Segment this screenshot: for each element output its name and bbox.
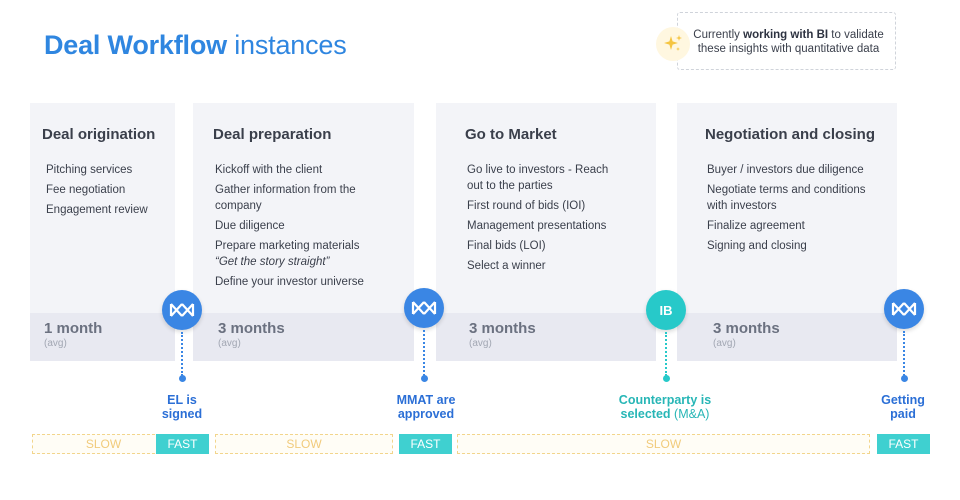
mmat-logo-icon: [884, 289, 924, 329]
note-bold: working with BI: [743, 29, 829, 41]
duration-band: [436, 313, 656, 361]
stage-avg: (avg): [44, 338, 67, 349]
milestone-connector: [181, 332, 183, 376]
page-title: Deal Workflow instances: [44, 30, 347, 61]
speed-slow: SLOW: [32, 434, 175, 454]
list-item-text: Prepare marketing materials: [215, 240, 360, 252]
milestone-connector: [665, 332, 667, 376]
milestone-line: Counterparty is: [618, 393, 712, 407]
mmat-logo-icon: [404, 288, 444, 328]
stage-items: Go live to investors - Reach out to the …: [467, 162, 616, 278]
stage-title: Negotiation and closing: [705, 126, 876, 143]
bi-note: Currently working with BI to validate th…: [656, 12, 896, 70]
list-item: First round of bids (IOI): [467, 200, 586, 212]
milestone-dot: [420, 375, 428, 382]
ib-badge-icon: IB: [646, 290, 686, 330]
duration-band: [30, 313, 175, 361]
milestone-label-getting-paid: Getting paid: [843, 393, 960, 421]
title-bold: Deal Workflow: [44, 30, 227, 60]
milestone-label-mmat-approved: MMAT are approved: [366, 393, 486, 421]
speed-fast: FAST: [156, 434, 209, 454]
list-item: Final bids (LOI): [467, 240, 546, 252]
milestone-line: EL is: [167, 393, 197, 407]
milestone-connector: [423, 330, 425, 376]
list-item: Signing and closing: [707, 240, 807, 252]
stage-card-negotiation-closing: Negotiation and closing Buyer / investor…: [677, 103, 897, 361]
list-item: Prepare marketing materials “Get the sto…: [215, 238, 384, 270]
milestone-label-counterparty-selected: Counterparty is selected (M&A): [595, 393, 735, 421]
speed-slow: SLOW: [457, 434, 870, 454]
stage-items: Pitching services Fee negotiation Engage…: [46, 162, 161, 222]
stage-card-deal-preparation: Deal preparation Kickoff with the client…: [193, 103, 414, 361]
milestone-dot: [662, 375, 670, 382]
speed-fast: FAST: [877, 434, 930, 454]
milestone-line: paid: [890, 407, 916, 421]
stage-avg: (avg): [713, 338, 736, 349]
milestone-line: Getting: [881, 393, 925, 407]
stage-duration: 3 months: [713, 320, 780, 337]
ib-badge-text: IB: [659, 302, 673, 318]
list-item: Go live to investors - Reach out to the …: [467, 164, 609, 192]
mmat-logo-icon: [162, 290, 202, 330]
milestone-connector: [903, 331, 905, 376]
list-item: Negotiate terms and conditions with inve…: [707, 184, 866, 212]
note-suffix: to validate these insights with quantita…: [697, 29, 884, 55]
milestone-line: selected (M&A): [595, 407, 735, 421]
sparkle-icon: [656, 27, 690, 61]
stage-duration: 3 months: [218, 320, 285, 337]
title-light: instances: [234, 30, 347, 60]
stage-duration: 1 month: [44, 320, 103, 337]
milestone-line: MMAT are: [396, 393, 456, 407]
stage-card-go-to-market: Go to Market Go live to investors - Reac…: [436, 103, 656, 361]
stage-title: Go to Market: [465, 126, 557, 143]
stage-title: Deal origination: [42, 126, 156, 143]
milestone-dot: [900, 375, 908, 382]
milestone-line: signed: [161, 407, 203, 421]
list-item: Due diligence: [215, 220, 285, 232]
list-item: Fee negotiation: [46, 184, 126, 196]
list-item: Select a winner: [467, 260, 546, 272]
speed-slow: SLOW: [215, 434, 393, 454]
duration-band: [193, 313, 414, 361]
list-item-quote: “Get the story straight”: [215, 256, 330, 268]
stage-avg: (avg): [218, 338, 241, 349]
list-item: Define your investor universe: [215, 276, 364, 288]
stage-avg: (avg): [469, 338, 492, 349]
list-item: Pitching services: [46, 164, 133, 176]
list-item: Finalize agreement: [707, 220, 805, 232]
stage-items: Kickoff with the client Gather informati…: [215, 162, 384, 294]
list-item: Management presentations: [467, 220, 607, 232]
list-item: Buyer / investors due diligence: [707, 164, 864, 176]
stage-items: Buyer / investors due diligence Negotiat…: [707, 162, 873, 258]
stage-title: Deal preparation: [213, 126, 332, 143]
stage-duration: 3 months: [469, 320, 536, 337]
list-item: Gather information from the company: [215, 184, 356, 212]
milestone-dot: [178, 375, 186, 382]
duration-band: [677, 313, 897, 361]
milestone-line-bold: selected: [620, 407, 671, 421]
list-item: Engagement review: [46, 204, 148, 216]
milestone-label-el-signed: EL is signed: [122, 393, 242, 421]
milestone-line-suffix: (M&A): [670, 407, 710, 421]
stage-card-deal-origination: Deal origination Pitching services Fee n…: [30, 103, 175, 361]
bi-note-text: Currently working with BI to validate th…: [688, 28, 889, 56]
milestone-line: approved: [397, 407, 455, 421]
speed-fast: FAST: [399, 434, 452, 454]
list-item: Kickoff with the client: [215, 164, 323, 176]
note-prefix: Currently: [693, 29, 744, 41]
